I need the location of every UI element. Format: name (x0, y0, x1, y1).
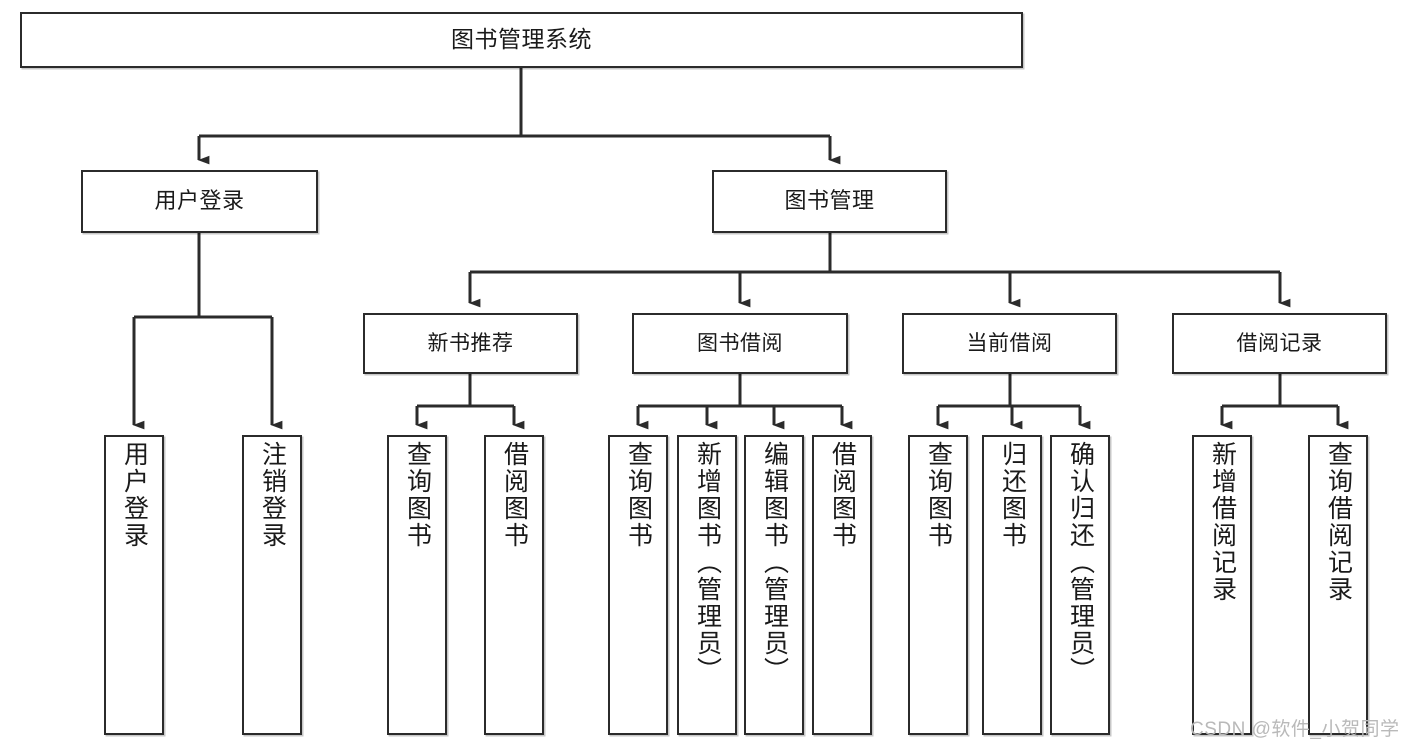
node-leaf-query-book-2[interactable]: 查询图书 (608, 435, 668, 735)
node-leaf-return-book[interactable]: 归还图书 (982, 435, 1042, 735)
node-leaf-user-login[interactable]: 用户登录 (104, 435, 164, 735)
node-leaf-borrow-book-2[interactable]: 借阅图书 (812, 435, 872, 735)
node-leaf-query-book-3[interactable]: 查询图书 (908, 435, 968, 735)
node-user-login-label: 用户登录 (154, 188, 245, 214)
node-leaf-edit-book-admin[interactable]: 编辑图书（管理员） (744, 435, 804, 735)
node-current-borrow[interactable]: 当前借阅 (902, 313, 1117, 374)
node-leaf-add-book-admin-label: 新增图书（管理员） (693, 441, 722, 684)
node-leaf-query-book-3-label: 查询图书 (924, 441, 953, 549)
node-new-book-recommend[interactable]: 新书推荐 (363, 313, 578, 374)
node-leaf-confirm-return-admin[interactable]: 确认归还（管理员） (1050, 435, 1110, 735)
node-leaf-add-book-admin[interactable]: 新增图书（管理员） (677, 435, 737, 735)
node-leaf-query-book-2-label: 查询图书 (624, 441, 653, 549)
node-current-borrow-label: 当前借阅 (966, 331, 1053, 355)
node-leaf-edit-book-admin-label: 编辑图书（管理员） (760, 441, 789, 684)
node-leaf-user-logout-label: 注销登录 (258, 441, 287, 549)
node-leaf-add-borrow-record-label: 新增借阅记录 (1208, 441, 1237, 603)
node-root[interactable]: 图书管理系统 (20, 12, 1023, 68)
node-leaf-user-login-label: 用户登录 (120, 441, 149, 549)
node-book-manage[interactable]: 图书管理 (712, 170, 947, 233)
node-leaf-query-book-1[interactable]: 查询图书 (387, 435, 447, 735)
node-leaf-return-book-label: 归还图书 (998, 441, 1027, 549)
node-leaf-borrow-book-1[interactable]: 借阅图书 (484, 435, 544, 735)
node-book-manage-label: 图书管理 (784, 188, 875, 214)
node-user-login[interactable]: 用户登录 (81, 170, 318, 233)
node-leaf-confirm-return-admin-label: 确认归还（管理员） (1066, 441, 1095, 684)
node-leaf-query-book-1-label: 查询图书 (403, 441, 432, 549)
node-book-borrow[interactable]: 图书借阅 (632, 313, 848, 374)
node-root-label: 图书管理系统 (451, 26, 592, 53)
node-leaf-add-borrow-record[interactable]: 新增借阅记录 (1192, 435, 1252, 735)
node-borrow-record[interactable]: 借阅记录 (1172, 313, 1387, 374)
node-leaf-borrow-book-1-label: 借阅图书 (500, 441, 529, 549)
node-leaf-query-borrow-record-label: 查询借阅记录 (1324, 441, 1353, 603)
node-leaf-user-logout[interactable]: 注销登录 (242, 435, 302, 735)
node-leaf-borrow-book-2-label: 借阅图书 (828, 441, 857, 549)
node-book-borrow-label: 图书借阅 (697, 331, 783, 355)
node-borrow-record-label: 借阅记录 (1236, 331, 1323, 355)
csdn-watermark: CSDN @软件_小贺同学 (1190, 719, 1400, 740)
node-new-book-recommend-label: 新书推荐 (427, 331, 514, 355)
node-leaf-query-borrow-record[interactable]: 查询借阅记录 (1308, 435, 1368, 735)
